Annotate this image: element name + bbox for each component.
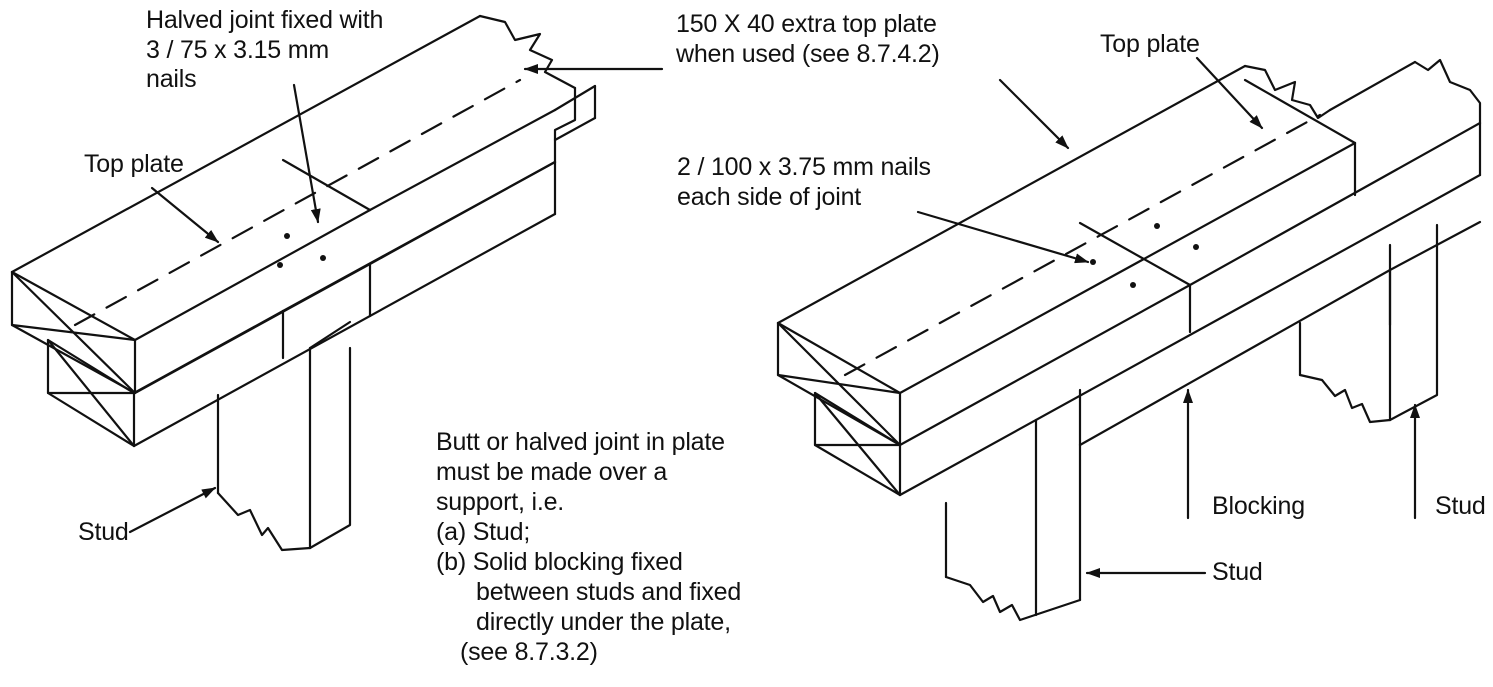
right-nails-note: 2 / 100 x 3.75 mm nails each side of joi… [677,153,931,212]
left-stud-label: Stud [78,518,129,546]
right-top-plate-label: Top plate [1100,30,1200,58]
arrow-extra-plate-edge [998,78,1070,150]
arrow-halved-joint [292,83,321,224]
halved-joint-note-line: nails [146,65,197,93]
right-stud-label: Stud [1435,492,1486,520]
right-plate-centerline [843,113,1322,377]
right-top-plate [776,58,1482,447]
arrow-right-nails [916,210,1090,264]
right-nails-note-line: 2 / 100 x 3.75 mm nails [677,153,931,181]
arrow-left-top-plate [150,186,220,244]
right-blocking [1078,220,1482,447]
left-nail-dots [277,233,326,268]
halved-joint-note-line: 3 / 75 x 3.15 mm [146,35,329,64]
extra-top-plate-note-line: 150 X 40 extra top plate [676,10,937,38]
halved-joint-note: Halved joint fixed with 3 / 75 x 3.15 mm… [146,6,383,95]
leader-arrows [128,56,1420,578]
support-note-line: (b) Solid blocking fixed [436,548,683,576]
left-top-plate-label: Top plate [84,150,184,178]
extra-top-plate-note-line: when used (see 8.7.4.2) [676,39,940,68]
right-back-stud [1298,223,1439,424]
support-note-line: (see 8.7.3.2) [460,638,598,666]
support-note-line: Butt or halved joint in plate [436,428,725,456]
support-note-line: must be made over a [436,458,668,486]
right-front-stud [944,388,1082,622]
blocking-label: Blocking [1212,492,1305,520]
left-plate-centerline [73,78,522,327]
extra-top-plate-note: 150 X 40 extra top plate when used (see … [676,10,940,69]
support-note-line: between studs and fixed [476,578,742,606]
support-requirement-note: Butt or halved joint in plate must be ma… [436,427,741,667]
support-note-line: support, i.e. [436,488,565,516]
right-assembly [776,58,1482,622]
bottom-stud-label: Stud [1212,558,1263,586]
right-nail-dots [1090,223,1199,288]
support-note-line: directly under the plate, [476,608,731,636]
arrow-left-stud [128,486,217,534]
right-nails-note-line: each side of joint [677,182,862,211]
halved-joint-note-line: Halved joint fixed with [146,6,384,34]
arrow-right-top-plate [1195,56,1264,130]
left-stud [216,320,352,552]
support-note-line: (a) Stud; [436,518,531,546]
